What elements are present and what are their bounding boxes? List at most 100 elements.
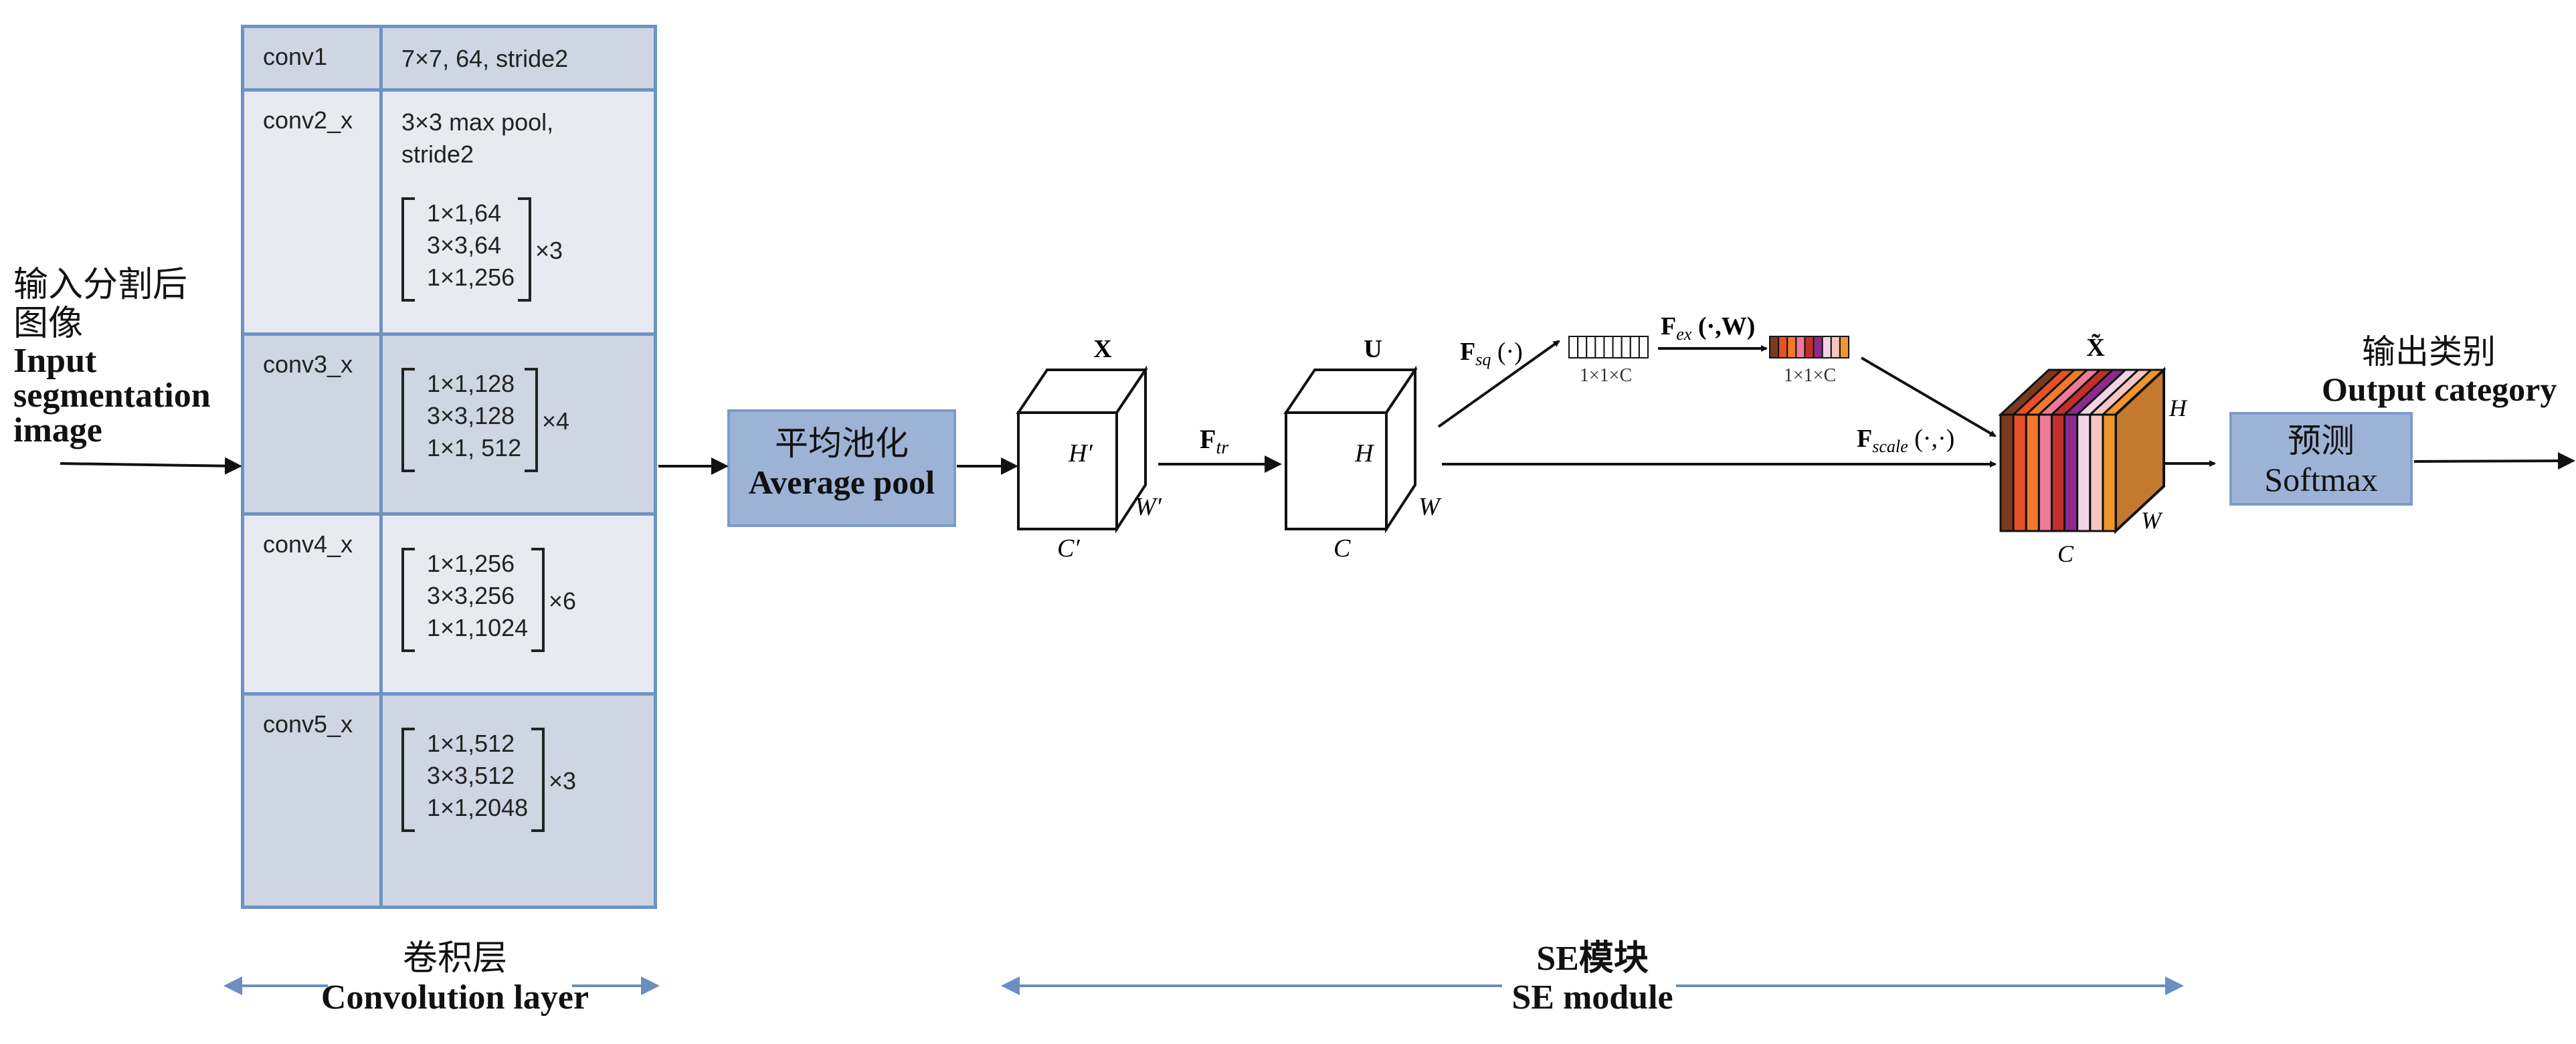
output-cube-front-stripe: [2089, 413, 2104, 532]
fex-label: Fex (·,W): [1661, 312, 1755, 344]
conv2-maxpool-line2: stride2: [401, 140, 474, 168]
conv-table: conv1 7×7, 64, stride2 conv2_x 3×3 max p…: [241, 25, 657, 909]
excitation-cell: [1786, 336, 1797, 358]
excitation-cell: [1795, 336, 1806, 358]
squeeze-cell: [1586, 336, 1596, 358]
block-line: 1×1,2048: [427, 794, 529, 821]
squeeze-cell: [1568, 336, 1579, 358]
cube-u-label: U: [1364, 335, 1382, 363]
squeeze-cell: [1603, 336, 1614, 358]
block-line: 1×1, 512: [427, 434, 522, 461]
block-line: 1×1,128: [427, 370, 515, 397]
output-label-en: Output category: [2322, 371, 2557, 408]
ftr-label: Ftr: [1200, 424, 1228, 458]
bracket-left: [401, 728, 415, 832]
output-label: 输出类别 Output category: [2322, 333, 2576, 408]
conv2-block: 1×1,64 3×3,64 1×1,256 ×3: [401, 197, 563, 302]
excitation-cell: [1839, 336, 1850, 358]
squeeze-cell: [1594, 336, 1605, 358]
cube-x-label: X: [1093, 335, 1111, 363]
output-cube-front-stripe: [2050, 413, 2066, 532]
excitation-cell: [1830, 336, 1841, 358]
bracket-left: [401, 197, 415, 302]
block-line: 1×1,512: [427, 730, 515, 757]
output-cube-front-stripe: [2037, 413, 2053, 532]
block-repeat: ×4: [542, 407, 570, 435]
conv5-block: 1×1,512 3×3,512 1×1,2048 ×3: [401, 728, 576, 832]
block-line: 3×3,256: [427, 582, 515, 609]
output-cube-front-stripe: [2063, 413, 2079, 532]
block-line: 3×3,64: [427, 231, 502, 259]
conv-range-label-zh: 卷积层: [402, 940, 507, 978]
cube-u-w-label: W: [1418, 493, 1442, 521]
cube-x-h-label: H′: [1068, 439, 1093, 467]
bracket-right: [518, 197, 531, 302]
table-row-conv5-spec: 1×1,512 3×3,512 1×1,2048 ×3: [379, 692, 657, 909]
output-cube: [1998, 367, 2167, 534]
conv3-block: 1×1,128 3×3,128 1×1, 512 ×4: [401, 368, 569, 472]
block-line: 3×3,128: [427, 402, 515, 429]
output-cube-h-label: H: [2169, 395, 2188, 421]
se-range-label: SE模块 SE module: [1472, 940, 1713, 1017]
cube-x-c-label: C′: [1057, 534, 1080, 562]
fsq-label: Fsq (·): [1460, 338, 1523, 369]
bracket-right: [531, 548, 545, 652]
block-line: 1×1,256: [427, 550, 515, 577]
output-cube-front-stripe: [2076, 413, 2092, 532]
excitation-vector: [1769, 336, 1850, 358]
input-arrow: [60, 457, 242, 475]
block-repeat: ×3: [535, 237, 563, 264]
squeeze-cell: [1629, 336, 1640, 358]
excitation-cell: [1778, 336, 1788, 358]
squeeze-cell: [1612, 336, 1623, 358]
bracket-left: [401, 368, 415, 472]
table-row-conv1-name: conv1: [241, 25, 383, 92]
input-label-zh-1: 输入分割后: [13, 266, 188, 304]
cube-x-w-label: W′: [1135, 493, 1162, 521]
input-label: 输入分割后 图像 Input segmentation image: [13, 266, 211, 448]
fscale-label: Fscale (·,·): [1857, 425, 1954, 456]
squeeze-vector: [1568, 336, 1649, 358]
output-cube-label: X̃: [2086, 334, 2104, 362]
conv2-maxpool-line1: 3×3 max pool,: [401, 108, 554, 136]
squeeze-cell: [1638, 336, 1649, 358]
output-cube-front-stripe: [2025, 413, 2040, 532]
excitation-vector-label: 1×1×C: [1784, 365, 1836, 386]
squeeze-cell: [1621, 336, 1631, 358]
softmax-box: 预测 Softmax: [2229, 412, 2413, 506]
bracket-right: [525, 368, 538, 472]
average-pool-box: 平均池化 Average pool: [727, 409, 956, 527]
average-pool-zh: 平均池化: [775, 425, 909, 462]
excitation-cell: [1804, 336, 1815, 358]
input-label-en-2: segmentation: [13, 377, 211, 415]
input-label-en-1: Input: [13, 342, 97, 380]
cube-u-h-label: H: [1354, 439, 1375, 467]
block-line: 1×1,64: [427, 199, 502, 227]
bracket-left: [401, 548, 415, 652]
conv-range-label: 卷积层 Convolution layer: [294, 940, 616, 1017]
cube-u-c-label: C: [1333, 534, 1351, 562]
se-range-label-zh: SE模块: [1536, 940, 1649, 978]
excitation-cell: [1813, 336, 1823, 358]
table-row-conv4-spec: 1×1,256 3×3,256 1×1,1024 ×6: [379, 512, 657, 696]
block-line: 1×1,1024: [427, 614, 529, 641]
output-cube-front-stripe: [2102, 413, 2117, 532]
block-repeat: ×6: [549, 587, 577, 615]
squeeze-vector-label: 1×1×C: [1580, 365, 1632, 386]
block-line: 3×3,512: [427, 762, 515, 789]
squeeze-cell: [1577, 336, 1588, 358]
output-cube-front-stripe: [1999, 413, 2015, 532]
se-range-label-en: SE module: [1511, 978, 1673, 1017]
output-cube-c-label: C: [2057, 540, 2074, 567]
input-label-en-3: image: [13, 411, 102, 449]
conv4-block: 1×1,256 3×3,256 1×1,1024 ×6: [401, 548, 576, 652]
excitation-cell: [1821, 336, 1832, 358]
average-pool-en: Average pool: [748, 463, 935, 501]
output-cube-front-stripe: [2012, 413, 2027, 532]
block-line: 1×1,256: [427, 264, 515, 291]
bracket-right: [531, 728, 545, 832]
squeeze-arrow: [1437, 340, 1560, 428]
conv-range-label-en: Convolution layer: [320, 978, 589, 1017]
